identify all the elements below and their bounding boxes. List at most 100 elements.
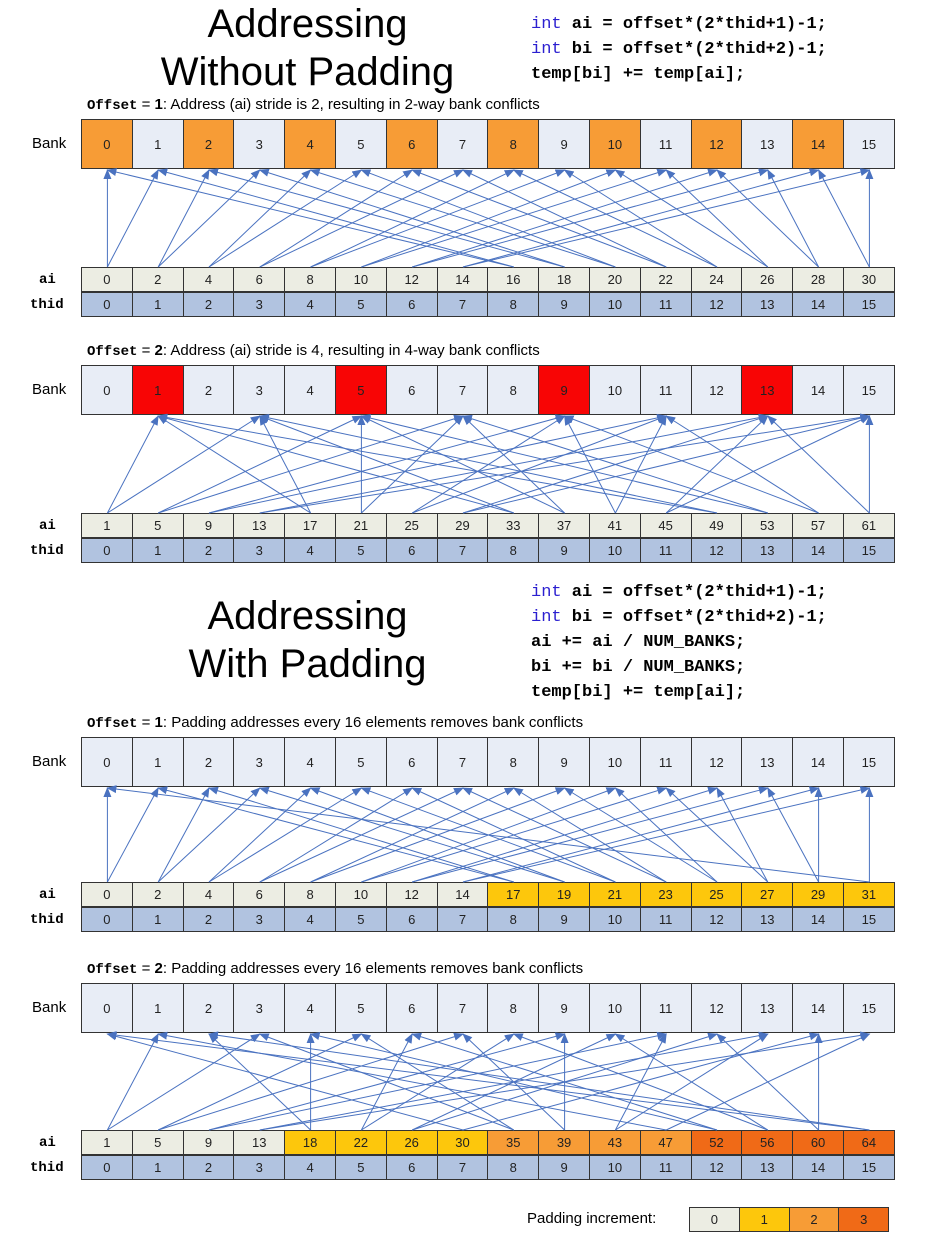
bank-cell: 7: [436, 737, 489, 787]
code-keyword: int: [531, 15, 562, 34]
ai-arrow: [512, 169, 718, 268]
ai-arrow: [157, 786, 514, 883]
bank-cell: 1: [131, 365, 184, 415]
ai-arrow: [208, 168, 565, 268]
bank-cell: 5: [334, 119, 387, 169]
thid-cell: 5: [334, 907, 387, 932]
thid-cell: 13: [741, 907, 794, 932]
thid-cell: 15: [842, 292, 895, 317]
bi-arrow: [258, 415, 514, 514]
bank-cell: 8: [487, 737, 540, 787]
legend-cell-2: 2: [788, 1207, 840, 1232]
caption-rest: : Address (ai) stride is 2, resulting in…: [162, 96, 540, 113]
thid-cell: 14: [792, 538, 844, 563]
bi-arrow: [258, 413, 718, 514]
bank-cell: 15: [842, 737, 895, 787]
thid-cell: 6: [385, 538, 438, 563]
ai-arrow: [157, 413, 718, 514]
ai-cell: 13: [233, 513, 286, 538]
thid-cell: 8: [487, 538, 540, 563]
thid-cell: 14: [792, 1155, 844, 1180]
thid-cell: 3: [233, 538, 286, 563]
bi-arrow: [411, 787, 616, 883]
bank-cell: 8: [487, 365, 540, 415]
caption-eq: =: [137, 714, 155, 731]
code-text: ai += ai / NUM_BANKS;: [531, 633, 746, 652]
thid-cell: 2: [182, 907, 235, 932]
ai-cell: 16: [487, 267, 540, 292]
thid-cell: 11: [639, 292, 692, 317]
thid-cell: 7: [436, 292, 489, 317]
code-text: ai = offset*(2*thid+1)-1;: [561, 15, 827, 34]
thid-label: thid: [30, 297, 64, 313]
ai-arrow: [360, 415, 565, 514]
ai-cell: 6: [233, 267, 286, 292]
ai-cell: 43: [588, 1130, 641, 1155]
ai-arrow: [716, 169, 819, 268]
bi-arrow: [360, 1033, 515, 1131]
bank-cell: 10: [588, 983, 641, 1033]
legend-label: Padding increment:: [527, 1210, 657, 1227]
bi-arrow: [310, 169, 566, 268]
ai-cell: 8: [284, 267, 336, 292]
code-text: temp[bi] += temp[ai];: [531, 65, 746, 84]
thid-cell: 8: [487, 292, 540, 317]
title-line-1: Addressing: [207, 2, 408, 46]
caption-rest: : Address (ai) stride is 4, resulting in…: [162, 342, 540, 359]
ai-cell: 24: [690, 267, 743, 292]
legend-cell-0: 0: [689, 1207, 740, 1232]
ai-arrow: [818, 169, 870, 268]
bi-arrow: [309, 787, 565, 883]
panel-caption: Offset = 1: Padding addresses every 16 e…: [87, 713, 583, 734]
ai-cell: 22: [639, 267, 692, 292]
bi-arrow: [208, 786, 514, 883]
code-line: temp[bi] += temp[ai];: [531, 62, 827, 87]
bank-label: Bank: [32, 381, 67, 398]
ai-cell: 14: [436, 882, 489, 907]
code-keyword: int: [531, 608, 562, 627]
ai-cell: 9: [182, 513, 235, 538]
ai-arrow: [106, 1033, 159, 1131]
bank-cell: 6: [385, 737, 438, 787]
ai-arrow: [665, 787, 769, 883]
code-line: int ai = offset*(2*thid+1)-1;: [531, 580, 827, 605]
bank-cell: 11: [639, 365, 692, 415]
ai-cell: 22: [334, 1130, 387, 1155]
ai-cell: 10: [334, 267, 387, 292]
caption-mono: Offset: [87, 716, 138, 732]
thid-cell: 4: [284, 907, 336, 932]
thid-cell: 13: [741, 292, 794, 317]
ai-cell: 47: [639, 1130, 692, 1155]
bank-cell: 4: [284, 983, 336, 1033]
ai-arrow: [157, 414, 514, 514]
bank-cell: 7: [436, 983, 489, 1033]
bi-arrow: [665, 169, 769, 268]
bank-cell: 5: [334, 365, 387, 415]
thid-cell: 10: [588, 538, 641, 563]
bank-label: Bank: [32, 135, 67, 152]
bi-arrow: [106, 787, 159, 883]
caption-rest: : Padding addresses every 16 elements re…: [162, 714, 584, 731]
bank-label: Bank: [32, 999, 67, 1016]
caption-eq: =: [137, 96, 155, 113]
caption-mono: Offset: [87, 962, 138, 978]
ai-cell: 5: [131, 513, 184, 538]
ai-cell: 21: [588, 882, 641, 907]
thid-cell: 7: [436, 907, 489, 932]
caption-mono: Offset: [87, 344, 138, 360]
bi-arrow: [462, 414, 768, 514]
ai-cell: 25: [690, 882, 743, 907]
bi-arrow: [665, 415, 819, 514]
thid-cell: 6: [385, 1155, 438, 1180]
ai-label: ai: [39, 272, 56, 288]
legend-cell-1: 1: [738, 1207, 790, 1232]
ai-arrow: [665, 415, 769, 514]
ai-cell: 18: [538, 267, 590, 292]
bi-arrow: [107, 415, 261, 514]
panel-caption: Offset = 1: Address (ai) stride is 2, re…: [87, 95, 540, 116]
ai-cell: 26: [741, 267, 794, 292]
ai-cell: 33: [487, 513, 540, 538]
